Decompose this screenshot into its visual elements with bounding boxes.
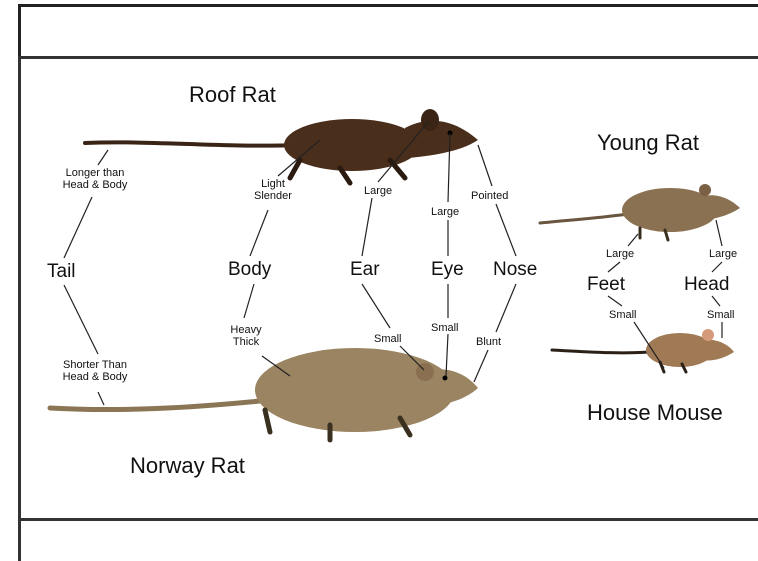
house-mouse-title: House Mouse (587, 401, 723, 425)
category-tail: Tail (47, 262, 76, 283)
roof-body-line1: Light (248, 178, 298, 190)
roof-tail-line2: Head & Body (55, 179, 135, 191)
category-body: Body (228, 260, 271, 281)
young-rat-title: Young Rat (597, 131, 699, 155)
norway-eye-trait: Small (431, 322, 459, 334)
category-ear: Ear (350, 260, 380, 281)
young-head-trait: Large (709, 248, 737, 260)
roof-nose-trait: Pointed (471, 190, 508, 202)
category-nose: Nose (493, 260, 537, 281)
category-head: Head (684, 275, 729, 296)
roof-tail-trait: Longer than Head & Body (55, 167, 135, 191)
roof-tail-line1: Longer than (55, 167, 135, 179)
roof-body-line2: Slender (248, 190, 298, 202)
roof-ear-trait: Large (364, 185, 392, 197)
young-feet-trait: Large (606, 248, 634, 260)
norway-ear-trait: Small (374, 333, 402, 345)
mouse-feet-trait: Small (609, 309, 637, 321)
mouse-head-trait: Small (707, 309, 735, 321)
norway-body-line2: Thick (224, 336, 268, 348)
young-rat-illustration (540, 184, 740, 240)
norway-tail-trait: Shorter Than Head & Body (55, 359, 135, 383)
norway-body-trait: Heavy Thick (224, 324, 268, 348)
norway-tail-line1: Shorter Than (55, 359, 135, 371)
roof-eye-trait: Large (431, 206, 459, 218)
roof-body-trait: Light Slender (248, 178, 298, 202)
norway-body-line1: Heavy (224, 324, 268, 336)
roof-rat-illustration (85, 109, 478, 183)
norway-rat-title: Norway Rat (130, 454, 245, 478)
category-eye: Eye (431, 260, 464, 281)
norway-tail-line2: Head & Body (55, 371, 135, 383)
norway-nose-trait: Blunt (476, 336, 501, 348)
roof-rat-title: Roof Rat (189, 83, 276, 107)
category-feet: Feet (587, 275, 625, 296)
